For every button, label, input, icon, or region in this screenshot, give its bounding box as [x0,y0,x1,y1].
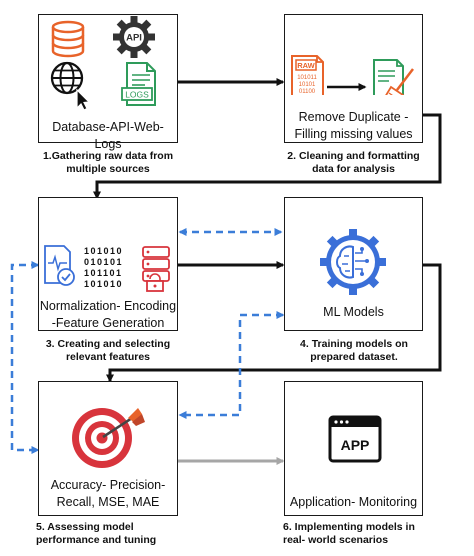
step-3-label: Normalization- Encoding -Feature Generat… [39,299,177,330]
svg-text:101011: 101011 [297,75,317,81]
step-3-box: 101010 010101 101101 101010 Normalizatio… [38,197,178,331]
svg-text:01100: 01100 [299,89,316,95]
step-3-icons: 101010 010101 101101 101010 [44,245,170,292]
step-6-box: APP Application- Monitoring [284,381,423,516]
step-4-label: ML Models [323,305,384,319]
api-label: API [126,33,142,44]
secured-server-icon [142,246,170,292]
step-4-box: ML Models [284,197,423,331]
step-2-box: RAW 101011 10101 01100 Remove Duplicate … [284,14,423,143]
app-window-icon: APP [328,415,382,463]
step-1-label: Database-API-Web-Logs [52,120,164,151]
database-icon [51,20,85,58]
logs-file-icon: LOGS [121,62,156,106]
svg-text:101010: 101010 [84,279,123,289]
raw-label: RAW [297,61,315,70]
step-5-icons [72,408,145,468]
signal-check-file-icon [44,245,75,286]
arrow-step2-to-step3 [93,113,442,200]
svg-text:010101: 010101 [84,257,123,267]
web-globe-icon [50,61,91,111]
binary-data-icon: 101010 010101 101101 101010 [84,246,123,289]
feedback-arrow-step3-step5 [10,261,40,454]
cleaning-broom-icon [373,59,414,95]
step-5-box: Accuracy- Precision- Recall, MSE, MAE [38,381,178,516]
target-dart-icon [72,408,145,468]
step-6-caption: 6. Implementing models in real- world sc… [283,521,415,546]
feedback-arrow-step4-step5 [178,311,285,419]
api-gear-icon: API [113,16,155,58]
step-1-box: API LOGS Database-API-Web-Logs [38,14,178,151]
step-6-icons: APP [328,415,382,463]
step-4-caption: 4. Training models on prepared dataset. [300,338,408,363]
step-1-icons: API LOGS [50,16,156,111]
step-6-label: Application- Monitoring [289,495,418,509]
step-5-label: Accuracy- Precision- Recall, MSE, MAE [50,478,166,509]
ai-brain-gear-icon [320,229,386,295]
step-5-caption: 5. Assessing model performance and tunin… [36,521,157,546]
step-1-caption: 1.Gathering raw data from multiple sourc… [42,150,174,175]
svg-text:10101: 10101 [299,82,316,88]
logs-label: LOGS [125,90,149,100]
arrow-step4-to-step5 [106,263,442,383]
step-2-icons: RAW 101011 10101 01100 [291,55,414,95]
raw-data-file-icon: RAW 101011 10101 01100 [291,55,324,95]
step-3-caption: 3. Creating and selecting relevant featu… [45,338,171,363]
svg-text:101101: 101101 [84,268,123,278]
step-2-label: Remove Duplicate - Filling missing value… [294,110,413,141]
app-label: APP [341,437,370,453]
step-4-icons [320,229,386,295]
step-2-caption: 2. Cleaning and formatting data for anal… [287,150,420,175]
svg-text:101010: 101010 [84,246,123,256]
